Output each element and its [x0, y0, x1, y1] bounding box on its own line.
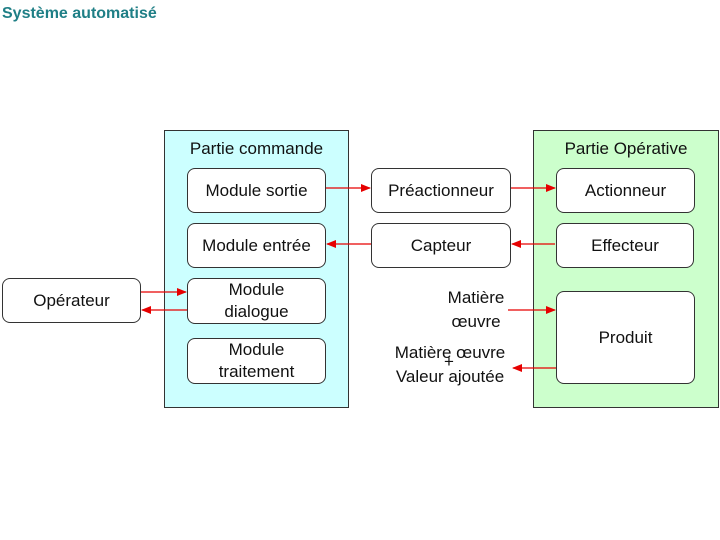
- partie-operative-title: Partie Opérative: [564, 139, 688, 158]
- matiere-oeuvre-va-label: Matière œuvre Valeur ajoutée: [380, 341, 520, 389]
- actionneur-box: Actionneur: [556, 168, 695, 213]
- module-sortie-box: Module sortie: [187, 168, 326, 213]
- matiere-oeuvre-line1: Matière: [447, 288, 505, 307]
- sortie-line2: Valeur ajoutée: [395, 367, 505, 386]
- sortie-line1: Matière œuvre: [394, 343, 506, 362]
- capteur-box: Capteur: [371, 223, 511, 268]
- matiere-oeuvre-input-label: Matière œuvre: [436, 286, 516, 334]
- effecteur-box: Effecteur: [556, 223, 694, 268]
- partie-commande-title: Partie commande: [189, 139, 324, 158]
- module-traitement-box: Module traitement: [187, 338, 326, 384]
- module-dialogue-box: Module dialogue: [187, 278, 326, 324]
- page-title: Système automatisé: [2, 5, 157, 22]
- module-entree-box: Module entrée: [187, 223, 326, 268]
- matiere-oeuvre-line2: œuvre: [451, 312, 501, 331]
- produit-box: Produit: [556, 291, 695, 384]
- preactionneur-box: Préactionneur: [371, 168, 511, 213]
- operateur-box: Opérateur: [2, 278, 141, 323]
- sortie-plus-sign: +: [444, 352, 454, 371]
